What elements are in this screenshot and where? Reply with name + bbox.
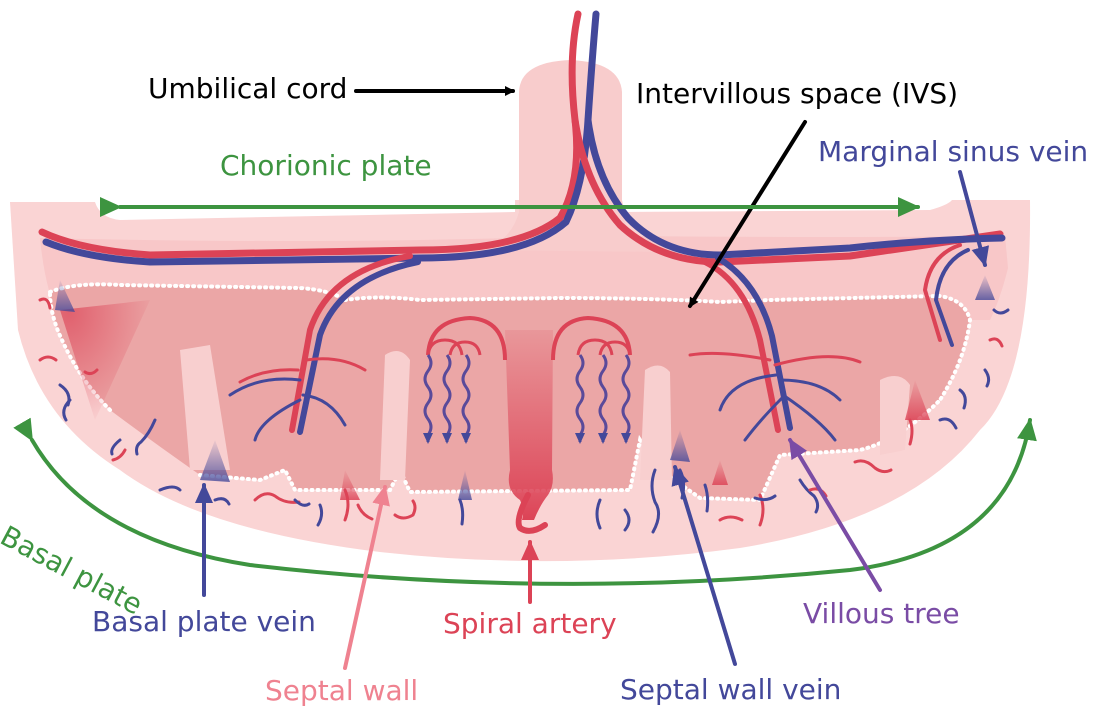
umbilical-cord-label: Umbilical cord (148, 73, 347, 105)
chorionic-plate-label: Chorionic plate (220, 150, 432, 182)
septal-wall-far-right (880, 376, 910, 455)
villous-tree-label: Villous tree (803, 598, 960, 630)
basal-plate-vein-label: Basal plate vein (92, 606, 316, 638)
septal-wall-middle (380, 351, 410, 480)
intervillous-space-label: Intervillous space (IVS) (636, 78, 958, 110)
septal-wall-vein-label: Septal wall vein (620, 674, 841, 706)
spiral-artery-trunk (505, 330, 553, 520)
marginal-sinus-vein-label: Marginal sinus vein (818, 136, 1088, 168)
spiral-artery-label: Spiral artery (443, 608, 617, 640)
septal-wall-right (640, 365, 672, 480)
septal-wall-label: Septal wall (265, 675, 418, 707)
